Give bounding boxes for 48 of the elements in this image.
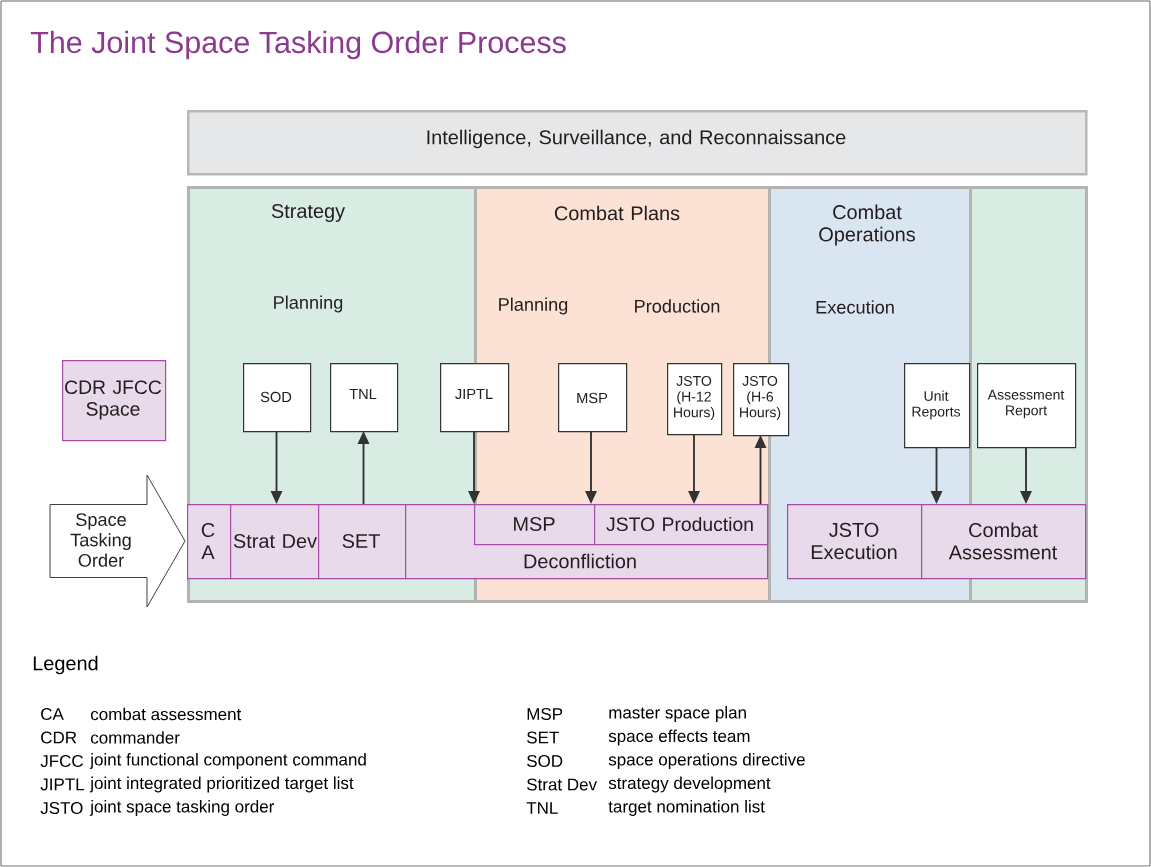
legend-term: CA	[41, 708, 64, 720]
legend-term: Strat Dev	[527, 778, 597, 791]
process-box: SET	[318, 504, 407, 580]
legend-definition: strategy development	[608, 776, 771, 793]
process-box: C A	[187, 504, 232, 580]
title: The Joint Space Tasking Order Process	[30, 30, 566, 60]
legend-definition: space operations directive	[608, 753, 805, 769]
arrow	[754, 435, 767, 505]
legend-heading: Legend	[33, 655, 98, 675]
document-box: JSTO (H-12 Hours)	[667, 363, 723, 436]
process-box: MSP	[474, 504, 596, 546]
arrow	[930, 446, 943, 504]
document-box: JIPTL	[440, 363, 510, 433]
legend-definition: master space plan	[609, 706, 746, 722]
legend-term: MSP	[527, 708, 563, 720]
document-box: Assessment Report	[977, 363, 1077, 449]
arrow	[270, 430, 283, 504]
arrow-text: Space Tasking Order	[70, 513, 131, 567]
legend-term: JSTO	[40, 802, 83, 814]
legend-term: JFCC	[40, 755, 83, 767]
legend-definition: space effects team	[608, 729, 750, 746]
legend-term: SOD	[527, 755, 563, 767]
document-box: MSP	[558, 363, 628, 433]
legend-definition: commander	[90, 731, 180, 744]
legend-definition: joint integrated prioritized target list	[89, 776, 354, 793]
legend-term: SET	[527, 731, 559, 744]
document-box: JSTO (H-6 Hours)	[733, 363, 790, 437]
legend-definition: target nomination list	[608, 800, 765, 816]
arrow	[468, 430, 480, 504]
document-box: Unit Reports	[904, 363, 971, 449]
block-arrow	[49, 474, 186, 608]
role-box: CDR JFCC Space	[62, 360, 167, 442]
arrow	[688, 433, 700, 504]
process-box: Combat Assessment	[921, 504, 1087, 580]
legend-definition: joint functional component command	[89, 753, 366, 769]
arrow	[357, 431, 370, 505]
process-box: JSTO Execution	[787, 504, 923, 580]
legend-term: JIPTL	[40, 778, 85, 791]
arrow	[585, 430, 597, 504]
document-box: SOD	[243, 363, 312, 433]
legend-term: CDR	[41, 731, 77, 744]
header-band: Intelligence, Surveillance, and Reconnaissance	[187, 110, 1088, 176]
process-box: JSTO Production	[594, 504, 769, 546]
document-box: TNL	[330, 363, 399, 433]
legend-term: TNL	[526, 802, 558, 814]
legend-definition: joint space tasking order	[89, 800, 275, 816]
legend-definition: combat assessment	[90, 707, 242, 721]
arrow	[1020, 446, 1032, 504]
